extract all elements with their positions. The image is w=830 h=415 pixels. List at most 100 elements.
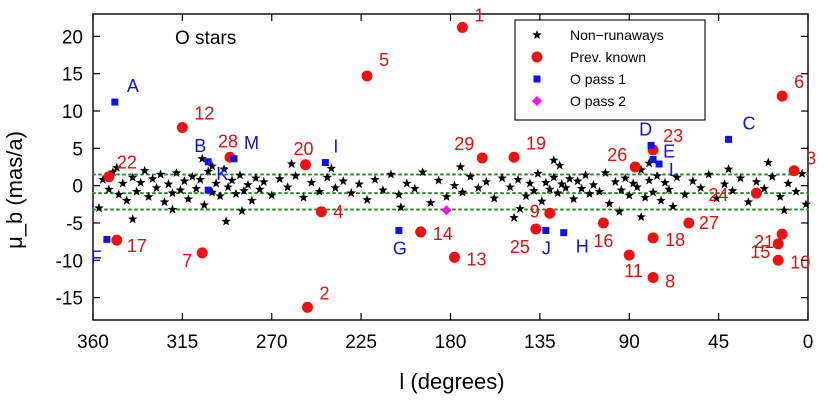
- star-point: [179, 176, 190, 186]
- circle-point: [176, 121, 188, 133]
- star-point: [207, 161, 217, 171]
- x-tick-label: 270: [256, 332, 288, 353]
- star-point: [215, 191, 225, 201]
- point-label-19: 19: [526, 133, 546, 153]
- star-point: [505, 182, 515, 192]
- square-point: [647, 141, 655, 149]
- star-point: [652, 170, 662, 180]
- circle-point: [196, 247, 208, 259]
- star-point: [94, 203, 104, 213]
- point-label-1: 1: [474, 5, 484, 25]
- star-point: [199, 200, 209, 210]
- circle-point: [103, 171, 115, 183]
- y-axis-label: μ_b (mas/a): [2, 131, 27, 249]
- x-tick-label: 0: [803, 332, 814, 353]
- star-point: [402, 178, 412, 188]
- circle-point: [476, 152, 488, 164]
- point-label-14: 14: [433, 224, 453, 244]
- circle-point: [776, 90, 788, 102]
- star-point: [266, 190, 277, 200]
- square-point: [649, 156, 657, 164]
- point-label-3: 3: [806, 149, 816, 169]
- series-prev-known: [103, 21, 800, 313]
- star-point: [237, 206, 247, 216]
- star-point: [314, 186, 325, 196]
- circle-point: [772, 254, 784, 266]
- square-point: [321, 159, 329, 167]
- y-axis-label-text: μ_b (mas/a): [2, 131, 27, 249]
- star-point: [171, 167, 182, 178]
- star-point: [497, 173, 507, 183]
- star-point: [797, 168, 807, 178]
- star-point: [763, 157, 774, 167]
- star-point: [552, 188, 563, 198]
- point-label-7: 7: [182, 251, 192, 271]
- star-point: [489, 193, 499, 203]
- star-point: [719, 179, 730, 189]
- circle-point: [647, 271, 659, 283]
- star-point: [282, 182, 293, 192]
- star-point: [521, 191, 531, 201]
- square-point: [230, 155, 238, 163]
- star-point: [396, 202, 406, 212]
- circle-point: [544, 207, 556, 219]
- star-point: [711, 193, 722, 203]
- star-point: [584, 188, 595, 198]
- star-point: [370, 174, 380, 184]
- chart-title: O stars: [175, 28, 236, 49]
- star-point: [203, 166, 213, 176]
- star-point: [191, 183, 202, 193]
- point-label-4: 4: [333, 202, 343, 222]
- star-point: [680, 189, 690, 199]
- legend-circle-icon: [531, 51, 543, 63]
- point-label-2: 2: [320, 283, 330, 303]
- star-point: [541, 177, 551, 187]
- star-point: [118, 178, 128, 188]
- star-point: [614, 206, 625, 216]
- y-tick-label: 5: [72, 139, 83, 160]
- y-tick-label: 10: [62, 102, 83, 123]
- star-point: [386, 169, 396, 179]
- square-point: [111, 98, 119, 106]
- star-point: [183, 194, 194, 204]
- star-point: [515, 203, 525, 213]
- star-point: [322, 172, 333, 182]
- star-point: [135, 177, 146, 187]
- star-point: [187, 171, 198, 181]
- star-point: [211, 178, 221, 188]
- star-point: [425, 197, 436, 207]
- star-point: [362, 194, 372, 204]
- legend-box: [514, 19, 706, 121]
- series-non-runaways: [94, 153, 811, 226]
- star-point: [640, 192, 650, 202]
- point-label-9: 9: [530, 201, 540, 221]
- star-point: [533, 168, 543, 178]
- legend-diamond-icon: [532, 96, 542, 106]
- data-series: [94, 21, 811, 313]
- star-point: [306, 177, 317, 187]
- point-label-F: F: [91, 247, 102, 267]
- square-point: [560, 229, 568, 237]
- point-label-E: E: [663, 142, 675, 162]
- square-point: [725, 135, 733, 143]
- star-point: [455, 162, 466, 172]
- y-tick-label: -15: [56, 289, 83, 310]
- star-point: [644, 158, 654, 168]
- circle-point: [111, 234, 123, 246]
- circle-point: [776, 228, 788, 240]
- legend-square-icon: [533, 75, 541, 83]
- star-point: [338, 176, 349, 186]
- star-point: [231, 188, 241, 198]
- point-label-B: B: [194, 136, 206, 156]
- star-point: [207, 187, 217, 197]
- star-point: [286, 159, 297, 169]
- point-label-J: J: [542, 238, 551, 258]
- star-point: [409, 183, 420, 193]
- circle-point: [361, 70, 373, 82]
- star-point: [235, 170, 245, 180]
- star-point: [175, 185, 186, 195]
- circle-point: [623, 249, 635, 261]
- star-point: [219, 164, 229, 174]
